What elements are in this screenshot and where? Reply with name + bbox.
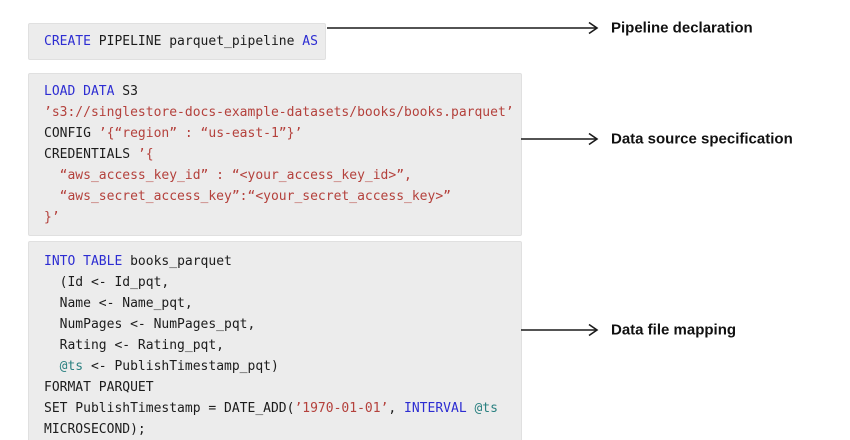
code-token-keyword: INTO TABLE [44,254,123,269]
code-token-keyword: INTERVAL [404,401,467,416]
code-block-pipeline-declaration: CREATE PIPELINE parquet_pipeline AS [28,23,326,60]
code-token-keyword: LOAD DATA [44,84,115,99]
code-token-plain: S3 [114,84,138,99]
code-token-keyword: CREATE [44,34,91,49]
code-token-plain: CONFIG [44,126,99,141]
annotation-data-file-mapping: Data file mapping [611,321,737,339]
code-token-plain: CREDENTIALS [44,147,138,162]
code-token-plain: books_parquet [122,254,232,269]
code-token-keyword: AS [302,34,318,49]
code-token-plain: FORMAT PARQUET [44,380,154,395]
code-token-plain: MICROSECOND); [44,422,146,437]
code-block-data-file-mapping: INTO TABLE books_parquet (Id <- Id_pqt, … [28,241,522,440]
code-token-string: “aws_access_key_id” : “<your_access_key_… [44,168,412,183]
code-token-string: ’{“region” : “us-east-1”}’ [98,126,303,141]
code-token-plain: PIPELINE parquet_pipeline [90,34,303,49]
code-token-plain: (Id <- Id_pqt, [44,275,170,290]
code-token-plain: SET PublishTimestamp = DATE_ADD( [44,401,295,416]
arrow-pipeline-declaration [327,21,599,35]
code-token-plain: , [388,401,405,416]
arrow-data-file-mapping [521,323,599,337]
code-token-plain: Name <- Name_pqt, [44,296,193,311]
code-block-data-source-specification: LOAD DATA S3 ’s3://singlestore-docs-examp… [28,73,522,236]
annotation-data-source-specification: Data source specification [611,130,793,148]
arrow-data-source-specification [521,132,599,146]
code-token-plain: <- PublishTimestamp_pqt) [83,359,279,374]
code-token-variable: @ts [59,359,84,374]
code-token-string: ’s3://singlestore-docs-example-datasets/… [44,105,514,120]
code-token-plain: NumPages <- NumPages_pqt, [44,317,256,332]
code-token-plain: Rating <- Rating_pqt, [44,338,225,353]
code-token-string: ’{ [137,147,154,162]
code-token-string: }’ [44,210,60,225]
code-token-string: ’1970-01-01’ [294,401,389,416]
annotation-pipeline-declaration: Pipeline declaration [611,19,753,37]
code-token-string: “aws_secret_access_key”:“<your_secret_ac… [44,189,451,204]
code-token-variable: @ts [474,401,498,416]
code-token-plain [44,359,60,374]
